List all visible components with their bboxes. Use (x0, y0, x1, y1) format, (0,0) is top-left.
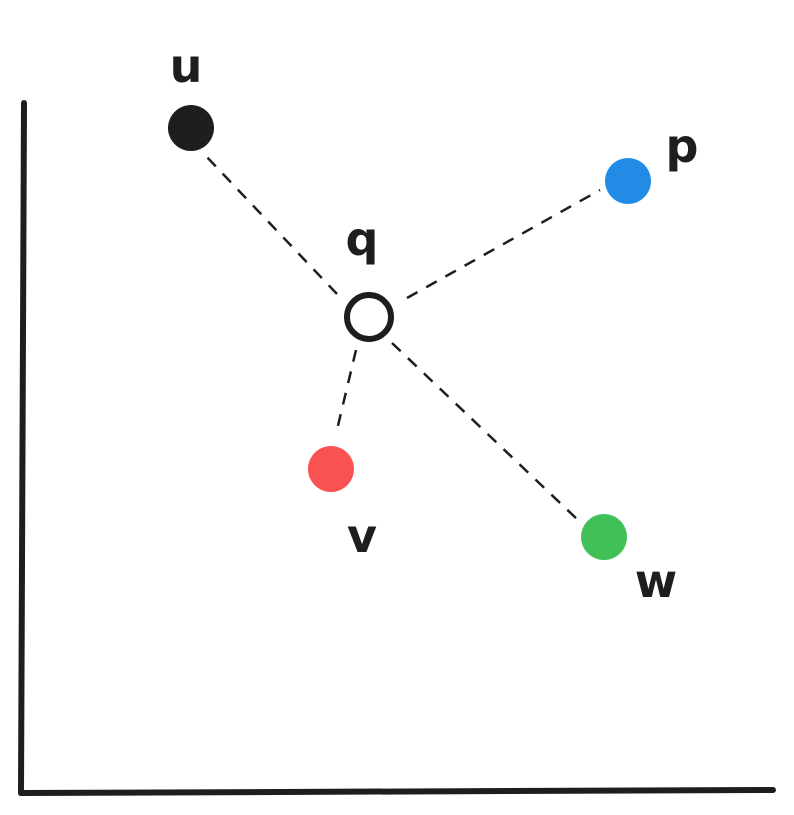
point-q (344, 292, 394, 342)
label-w: w (635, 554, 678, 608)
point-w (581, 514, 627, 560)
y-axis (18, 100, 27, 796)
label-q: q (346, 212, 379, 266)
point-u (168, 105, 214, 151)
link-q-v (334, 349, 358, 435)
label-p: p (666, 119, 699, 173)
link-q-p (406, 188, 601, 300)
label-u: u (170, 39, 203, 93)
link-q-u (203, 153, 338, 295)
label-v: v (347, 509, 377, 563)
link-q-w (391, 342, 579, 521)
point-p (605, 158, 651, 204)
x-axis (18, 787, 776, 796)
point-v (308, 446, 354, 492)
